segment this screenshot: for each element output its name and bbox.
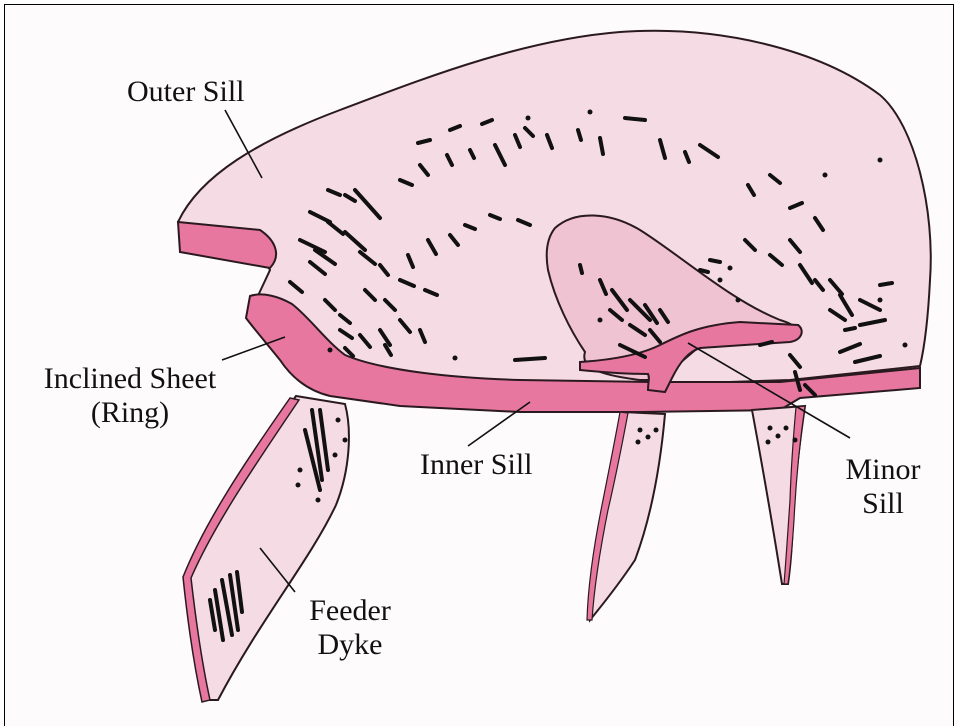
inclined-sheet-label: Inclined Sheet (Ring)	[30, 362, 230, 430]
minor-sill-label: Minor Sill	[828, 453, 938, 521]
minor-sill-line1: Minor	[828, 453, 938, 487]
minor-sill-line2: Sill	[828, 487, 938, 521]
feeder-dyke-line1: Feeder	[290, 594, 410, 628]
feeder-dyke-line2: Dyke	[290, 628, 410, 662]
inclined-sheet-line1: Inclined Sheet	[30, 362, 230, 396]
outer-sill-label: Outer Sill	[127, 75, 245, 109]
inclined-sheet-line2: (Ring)	[30, 396, 230, 430]
inner-sill-label: Inner Sill	[420, 448, 533, 482]
feeder-dyke-label: Feeder Dyke	[290, 594, 410, 662]
